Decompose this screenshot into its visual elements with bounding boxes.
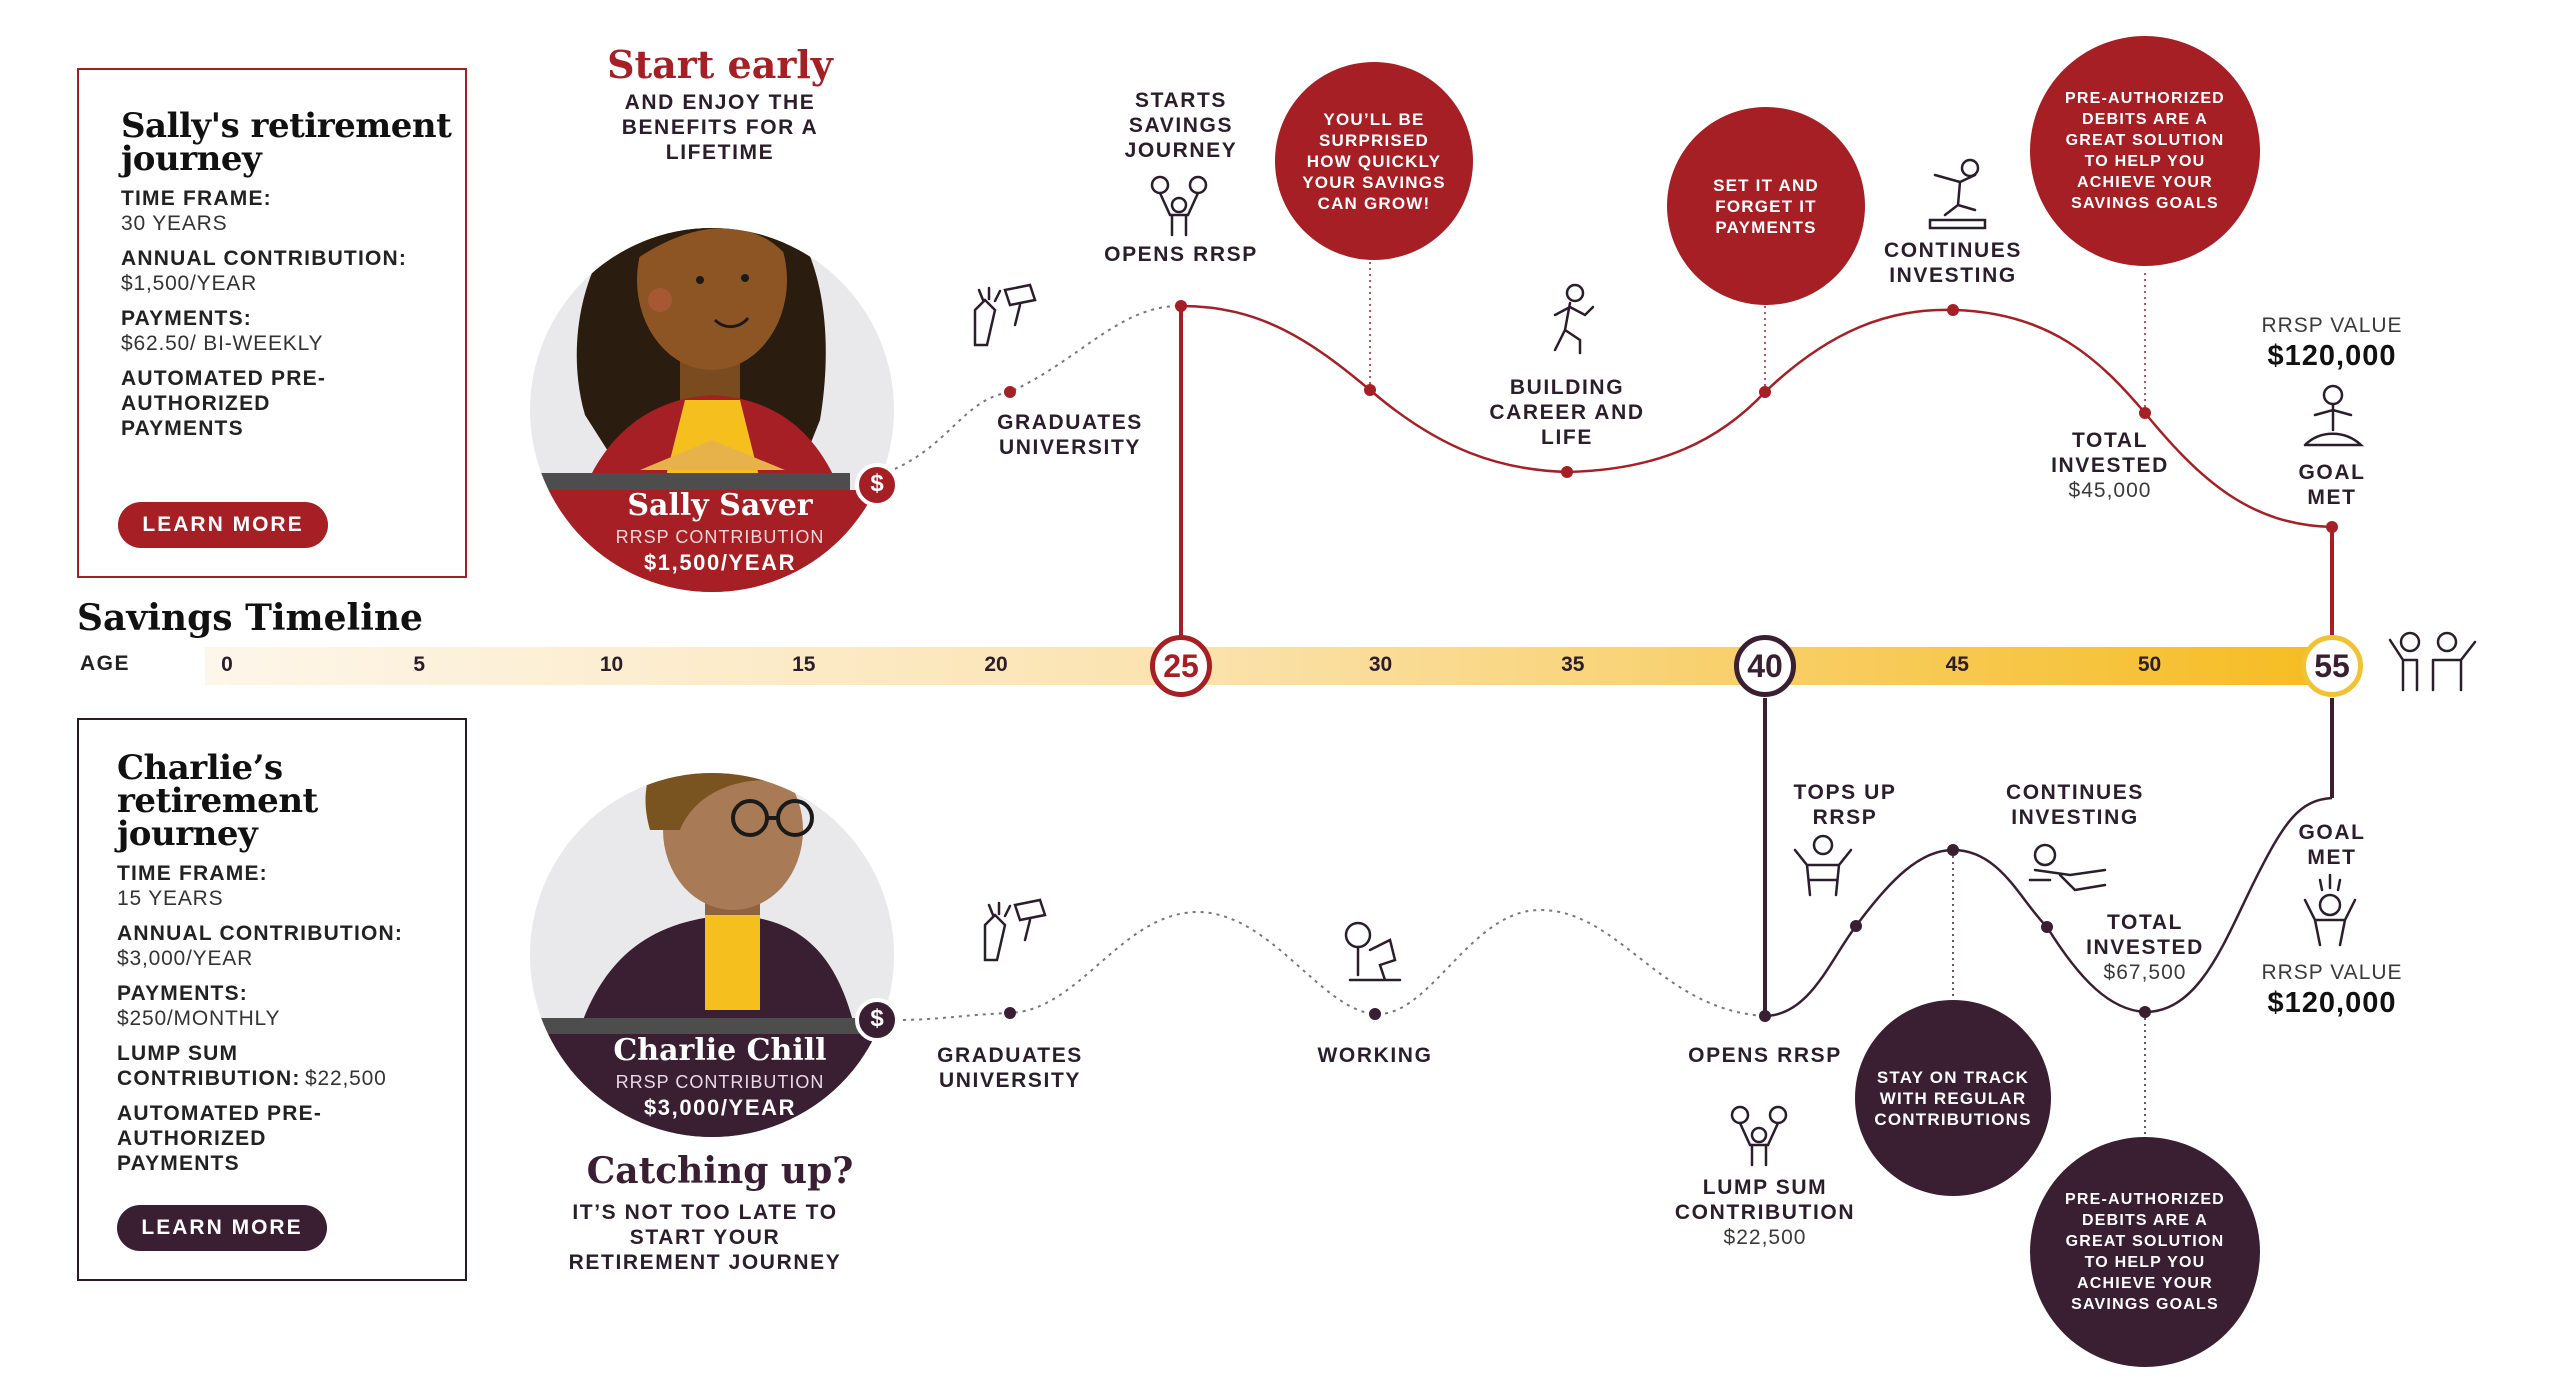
annual-contribution-value: $1,500/YEAR: [121, 272, 258, 295]
time-frame-label: TIME FRAME:: [117, 862, 268, 885]
charlie-portrait: [530, 773, 894, 1137]
lump-sum-value: $22,500: [1723, 1226, 1807, 1249]
timeline-bar: [205, 647, 2355, 685]
charlie-name: Charlie Chill: [613, 1033, 827, 1068]
charlie-tagline: IT’S NOT TOO LATE TO START YOUR RETIREME…: [568, 1201, 842, 1274]
goal-marker: 55: [2301, 635, 2363, 697]
lump-sum-label: LUMP SUM: [117, 1042, 239, 1065]
annual-contribution-label: ANNUAL CONTRIBUTION:: [121, 247, 408, 270]
timeline-title: Savings Timeline: [77, 597, 423, 639]
age-tick: 15: [792, 653, 816, 676]
age-tick: 50: [2137, 653, 2162, 676]
time-frame-label: TIME FRAME:: [121, 187, 272, 210]
total-invested-value: $45,000: [2068, 479, 2152, 502]
yoga-icon: [1928, 158, 1987, 230]
goal-met-label: GOAL MET: [2298, 461, 2366, 509]
rrsp-value-label: RRSP VALUE: [2261, 961, 2403, 984]
cheering-icon: [1793, 834, 1853, 897]
sally-dollar-badge: [855, 463, 899, 507]
charlie-contribution: $3,000/YEAR: [643, 1095, 797, 1120]
preauth-bubble: PRE-AUTHORIZED DEBITS ARE A GREAT SOLUTI…: [2030, 1137, 2260, 1367]
surprised-bubble: YOU’LL BE SURPRISED HOW QUICKLY YOUR SAV…: [1275, 62, 1473, 260]
relaxing-icon: [2028, 843, 2107, 892]
age-tick: 45: [1945, 653, 1969, 676]
learn-more-button[interactable]: LEARN MORE: [118, 502, 328, 548]
learn-more-button[interactable]: LEARN MORE: [117, 1205, 327, 1251]
age-tick: 30: [1368, 653, 1393, 676]
rrsp-value: $120,000: [2267, 987, 2397, 1019]
continues-investing-label: CONTINUES INVESTING: [2005, 781, 2145, 829]
working-icon: [1344, 921, 1402, 982]
celebrating-couple-icon: [2388, 631, 2477, 692]
stay-on-track-bubble: STAY ON TRACK WITH REGULAR CONTRIBUTIONS: [1855, 1000, 2051, 1196]
card-title: Sally's retirement journey: [121, 106, 452, 179]
sally-start-marker: 25: [1150, 635, 1212, 697]
card-title: Charlie’s retirement journey: [117, 748, 318, 854]
sally-path-early: [879, 304, 1182, 476]
charlie-path-early: [894, 908, 1766, 1021]
goal-met-label: GOAL MET: [2298, 821, 2366, 869]
building-career-label: BUILDING CAREER AND LIFE: [1489, 376, 1645, 449]
dollar-icon: $: [870, 470, 884, 497]
time-frame-value: 15 YEARS: [117, 887, 224, 910]
sally-name: Sally Saver: [627, 488, 813, 523]
charlie-contribution-label: RRSP CONTRIBUTION: [615, 1072, 825, 1092]
weightlifter-icon: [1730, 1105, 1788, 1167]
meditation-icon: [2303, 384, 2365, 447]
continues-investing-label: CONTINUES INVESTING: [1883, 239, 2023, 287]
sally-tagline: AND ENJOY THE BENEFITS FOR A LIFETIME: [621, 91, 819, 164]
age-tick: 35: [1561, 653, 1585, 676]
age-tick: 0: [221, 653, 233, 676]
age-tick: 5: [413, 653, 426, 676]
sally-heading: Start early: [607, 42, 833, 87]
graduates-label: GRADUATES UNIVERSITY: [937, 1044, 1083, 1092]
opens-rrsp-label: OPENS RRSP: [1688, 1044, 1842, 1067]
graduates-label: GRADUATES UNIVERSITY: [997, 411, 1143, 459]
time-frame-value: 30 YEARS: [121, 212, 228, 235]
working-label: WORKING: [1317, 1044, 1433, 1067]
annual-contribution-label: ANNUAL CONTRIBUTION:: [117, 922, 404, 945]
sally-card: Sally's retirement journey TIME FRAME:30…: [77, 68, 467, 578]
automated-payments: AUTOMATED PRE-AUTHORIZED PAYMENTS: [117, 1102, 323, 1175]
charlie-dots: [1004, 844, 2151, 1022]
total-invested-value: $67,500: [2103, 961, 2187, 984]
charlie-card: Charlie’s retirement journey TIME FRAME:…: [77, 718, 467, 1281]
lump-sum-label-2: CONTRIBUTION:: [117, 1067, 301, 1090]
starts-journey-label: STARTS SAVINGS JOURNEY: [1124, 89, 1238, 162]
lump-sum-label: LUMP SUM CONTRIBUTION: [1674, 1176, 1856, 1224]
dollar-icon: $: [870, 1005, 884, 1032]
graduation-icon: [983, 898, 1047, 962]
lump-sum-value: $22,500: [305, 1067, 387, 1090]
age-label: AGE: [80, 652, 131, 675]
payments-value: $250/MONTHLY: [117, 1007, 281, 1030]
payments-label: PAYMENTS:: [121, 307, 252, 330]
graduation-icon: [973, 283, 1037, 347]
charlie-dollar-badge: [855, 998, 899, 1042]
sally-contribution-label: RRSP CONTRIBUTION: [615, 527, 825, 547]
preauth-bubble: PRE-AUTHORIZED DEBITS ARE A GREAT SOLUTI…: [2030, 36, 2260, 266]
cheering-icon: [2303, 873, 2357, 947]
payments-value: $62.50/ BI-WEEKLY: [121, 332, 324, 355]
rrsp-value-label: RRSP VALUE: [2261, 314, 2403, 337]
weightlifter-icon: [1150, 175, 1208, 237]
sally-contribution: $1,500/YEAR: [643, 550, 797, 575]
opens-rrsp-label: OPENS RRSP: [1104, 243, 1258, 266]
running-icon: [1553, 283, 1595, 355]
set-it-bubble: SET IT AND FORGET IT PAYMENTS: [1667, 107, 1865, 305]
sally-dots: [1004, 300, 2338, 533]
annual-contribution-value: $3,000/YEAR: [117, 947, 254, 970]
age-tick: 20: [984, 653, 1008, 676]
charlie-heading: Catching up?: [586, 1150, 854, 1192]
age-tick: 10: [599, 653, 624, 676]
automated-payments: AUTOMATED PRE-AUTHORIZED PAYMENTS: [121, 367, 327, 440]
payments-label: PAYMENTS:: [117, 982, 248, 1005]
tops-up-label: TOPS UP RRSP: [1793, 781, 1897, 829]
total-invested-label: TOTAL INVESTED: [2051, 429, 2169, 477]
charlie-start-marker: 40: [1734, 635, 1796, 697]
total-invested-label: TOTAL INVESTED: [2086, 911, 2204, 959]
rrsp-value: $120,000: [2267, 340, 2397, 372]
